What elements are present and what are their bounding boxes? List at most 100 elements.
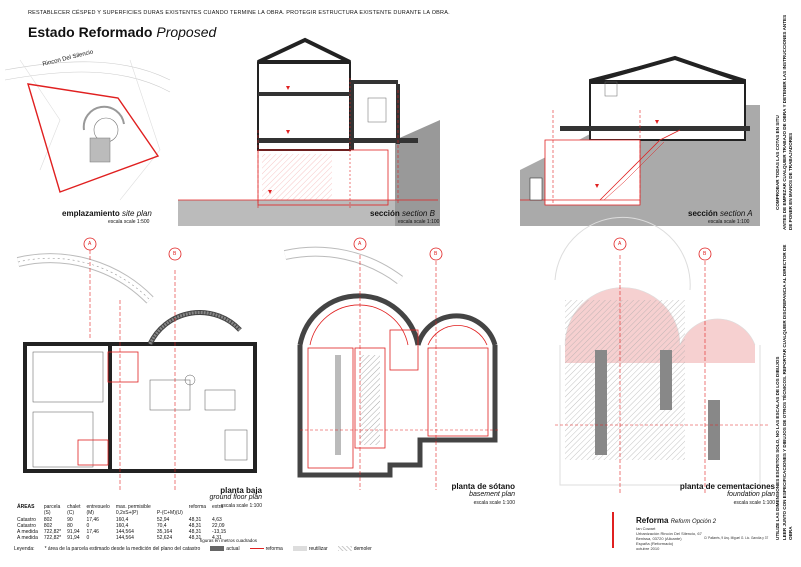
table-cell: 0 (86, 535, 90, 542)
legend: Leyenda: * área de la parcela estimado d… (14, 546, 372, 552)
areas-subheader: 0,2xS+(P) (115, 510, 139, 517)
legend-item-reutilizar: reutilizar (292, 546, 328, 552)
vertical-note: UTILIZE LAS DIMENSIONES ESCRITOS SOLO, N… (775, 356, 780, 540)
table-cell: 0 (86, 522, 90, 529)
table-cell: 802 (43, 522, 53, 529)
project-subtitle: Reform Opción 2 (670, 519, 717, 525)
legend-label: reutilizar (308, 546, 328, 552)
foundation-label-es: planta de cementaciones (679, 482, 775, 491)
marker-a-ground: A (88, 241, 92, 247)
foundation-label-en: foundation plan (727, 491, 775, 498)
marker-b-foundation: B (703, 251, 707, 257)
legend-item-reforma: reforma (249, 546, 283, 552)
table-cell: 48,31 (188, 529, 202, 536)
ground-floor-label-en: ground floor plan (209, 494, 262, 501)
table-row: A medida 722,82* 91,94 0 144,564 52,624 … (14, 535, 229, 541)
firm-stamp (612, 512, 640, 548)
client-address: Urbanización Rincón Del Silencio, 67 (636, 531, 702, 536)
table-cell: 91,94 (67, 535, 80, 542)
section-a-label-es: sección (688, 209, 718, 218)
table-cell: 48,31 (188, 516, 202, 523)
table-cell: 22,09 (212, 522, 225, 529)
firm-address: C/ Pallarés, 9 Arq. Miguel G. Lic. Gandí… (704, 536, 769, 540)
client-extra: España (Reformado) (636, 541, 674, 546)
table-cell: A medida (17, 529, 38, 536)
table-cell: 4,63 (212, 516, 222, 523)
areas-table: ÁREAS parcela chalet entresuelo max. per… (14, 504, 229, 542)
legend-label: reforma (265, 546, 283, 552)
table-cell: Catastro (17, 522, 36, 529)
ground-floor-drawing (16, 250, 257, 490)
marker-a-basement: A (358, 241, 362, 247)
client-city: Benissa, 03720 (Alicante) (636, 536, 682, 541)
section-a-label: sección section A (688, 209, 753, 218)
table-cell: 52,624 (156, 535, 173, 542)
client-info: Ian Cowart Urbanización Rincón Del Silen… (636, 526, 702, 551)
table-cell: 52,94 (156, 516, 170, 523)
project-name: Reforma (636, 516, 669, 525)
title-main: Estado Reformado (28, 24, 153, 40)
section-b-drawing (178, 37, 440, 226)
project-title: Reforma Reform Opción 2 (636, 516, 716, 525)
marker-b-basement: B (434, 251, 438, 257)
table-cell: 48,31 (188, 522, 202, 529)
basement-label-es: planta de sótano (451, 482, 515, 491)
areas-title: ÁREAS (17, 504, 35, 510)
client-name: Ian Cowart (636, 526, 656, 531)
table-cell: A medida (17, 535, 38, 542)
table-cell: 160,4 (115, 522, 129, 529)
areas-header: chalet (67, 504, 81, 510)
table-cell: Catastro (17, 516, 36, 523)
areas-subheader: (C) (67, 510, 75, 517)
foundation-drawing (554, 216, 770, 495)
areas-subheader: (S) (43, 510, 51, 517)
table-cell: 722,82* (43, 535, 62, 542)
table-cell: 80 (67, 522, 73, 529)
table-row: Catastro 802 80 0 160,4 70,4 48,31 22,09 (14, 523, 229, 529)
section-a-scale: escala scale 1:100 (708, 219, 750, 225)
section-b-scale: escala scale 1:100 (398, 219, 440, 225)
basement-drawing (283, 246, 500, 490)
foundation-scale: escala scale 1:100 (733, 500, 775, 506)
title-sub: Proposed (156, 24, 217, 40)
page-title: Estado Reformado Proposed (28, 24, 216, 40)
areas-header: max. permisible (115, 504, 151, 510)
legend-title: Leyenda: (14, 546, 35, 552)
table-cell: 17,46 (86, 516, 99, 523)
table-row: A medida 722,82* 91,94 17,46 144,564 35,… (14, 529, 229, 535)
site-plan-scale: escala scale 1:500 (108, 219, 150, 225)
legend-item-demoler: demoler (337, 546, 372, 552)
table-cell: 48,31 (188, 535, 202, 542)
section-a-label-en: section A (720, 209, 753, 218)
table-cell: 91,94 (67, 529, 80, 536)
areas-header: extra (212, 504, 224, 510)
table-cell: -13,15 (212, 529, 227, 536)
table-cell: 90 (67, 516, 73, 523)
project-date: octubre 2010 (636, 546, 660, 551)
table-cell: 4,31 (212, 535, 222, 542)
general-note: RESTABLECER CÉSPED Y SUPERFICIES DURAS E… (28, 10, 450, 16)
marker-a-foundation: A (618, 241, 622, 247)
section-b-label-en: section B (402, 209, 435, 218)
legend-label: demoler (353, 546, 372, 552)
legend-item-actual: actual (210, 546, 240, 552)
table-cell: 722,82* (43, 529, 62, 536)
areas-subheader: P-(C+M)(U) (156, 510, 183, 517)
table-cell: 35,164 (156, 529, 173, 536)
site-plan-drawing (4, 59, 171, 201)
areas-header: entresuelo (86, 504, 110, 510)
areas-header: reforma (188, 504, 207, 510)
basement-label-en: basement plan (469, 491, 515, 498)
areas-subheader: (M) (86, 510, 94, 517)
stamp-logo (612, 512, 640, 548)
basement-scale: escala scale 1:100 (473, 500, 515, 506)
vertical-note: ANTES DE EMPEZAR CUALQUIER TRABAJO DE OB… (782, 14, 793, 230)
section-markers (83, 237, 712, 261)
vertical-note: COMPROBAR TODAS LAS COTAS EN SITU (775, 115, 780, 210)
ground-floor-label-es: planta baja (220, 486, 262, 495)
table-cell: 144,564 (115, 535, 134, 542)
site-plan-label-en: site plan (122, 209, 152, 218)
section-a-drawing (520, 55, 760, 226)
section-b-label-es: sección (370, 209, 400, 218)
